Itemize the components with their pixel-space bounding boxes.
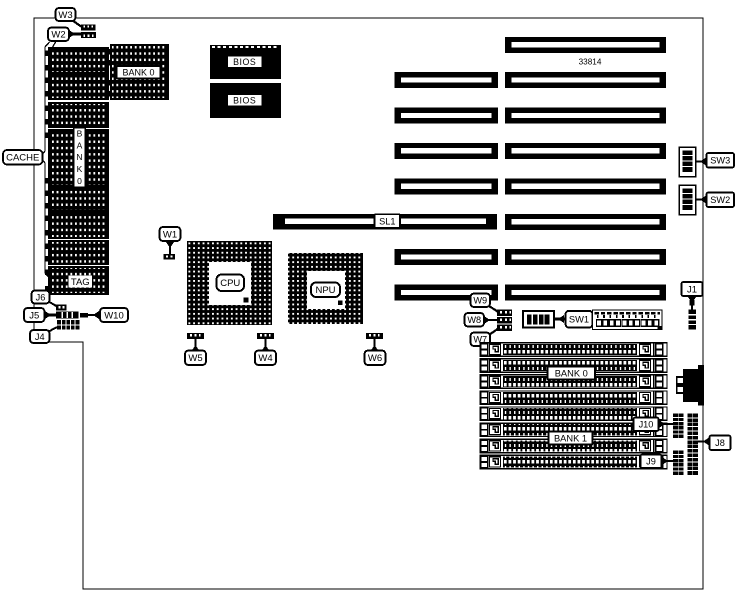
svg-text:W8: W8 — [467, 315, 481, 325]
svg-text:J5: J5 — [29, 310, 39, 321]
svg-text:W2: W2 — [51, 30, 65, 41]
svg-text:W3: W3 — [58, 10, 72, 21]
svg-text:N: N — [76, 152, 82, 162]
svg-text:0: 0 — [77, 176, 82, 186]
svg-text:J4: J4 — [35, 332, 45, 342]
svg-text:CACHE: CACHE — [6, 153, 39, 164]
svg-text:W9: W9 — [473, 296, 487, 306]
svg-text:33814: 33814 — [579, 58, 602, 67]
svg-text:J9: J9 — [646, 457, 656, 467]
svg-text:A: A — [77, 140, 83, 150]
svg-text:BANK 0: BANK 0 — [555, 368, 588, 378]
svg-text:W7: W7 — [473, 335, 487, 345]
svg-text:K: K — [77, 164, 83, 174]
svg-text:W1: W1 — [163, 229, 177, 240]
svg-text:J6: J6 — [36, 292, 46, 302]
svg-text:J8: J8 — [715, 438, 725, 448]
svg-text:BIOS: BIOS — [233, 57, 256, 67]
svg-text:W10: W10 — [104, 310, 124, 321]
svg-text:SL1: SL1 — [379, 217, 395, 227]
svg-text:NPU: NPU — [315, 285, 335, 296]
svg-text:B: B — [77, 129, 83, 139]
svg-text:BANK 1: BANK 1 — [554, 433, 587, 443]
svg-text:SW1: SW1 — [569, 315, 589, 325]
svg-text:W5: W5 — [188, 353, 202, 364]
svg-text:J1: J1 — [687, 284, 697, 295]
svg-text:W6: W6 — [368, 353, 382, 364]
svg-text:W4: W4 — [258, 353, 272, 364]
svg-text:SW3: SW3 — [710, 156, 730, 166]
svg-text:BANK 0: BANK 0 — [122, 67, 154, 77]
svg-text:SW2: SW2 — [710, 195, 730, 205]
svg-text:CPU: CPU — [220, 278, 240, 289]
svg-text:BIOS: BIOS — [233, 96, 256, 106]
svg-text:TAG: TAG — [71, 277, 90, 288]
svg-text:J10: J10 — [639, 420, 654, 430]
